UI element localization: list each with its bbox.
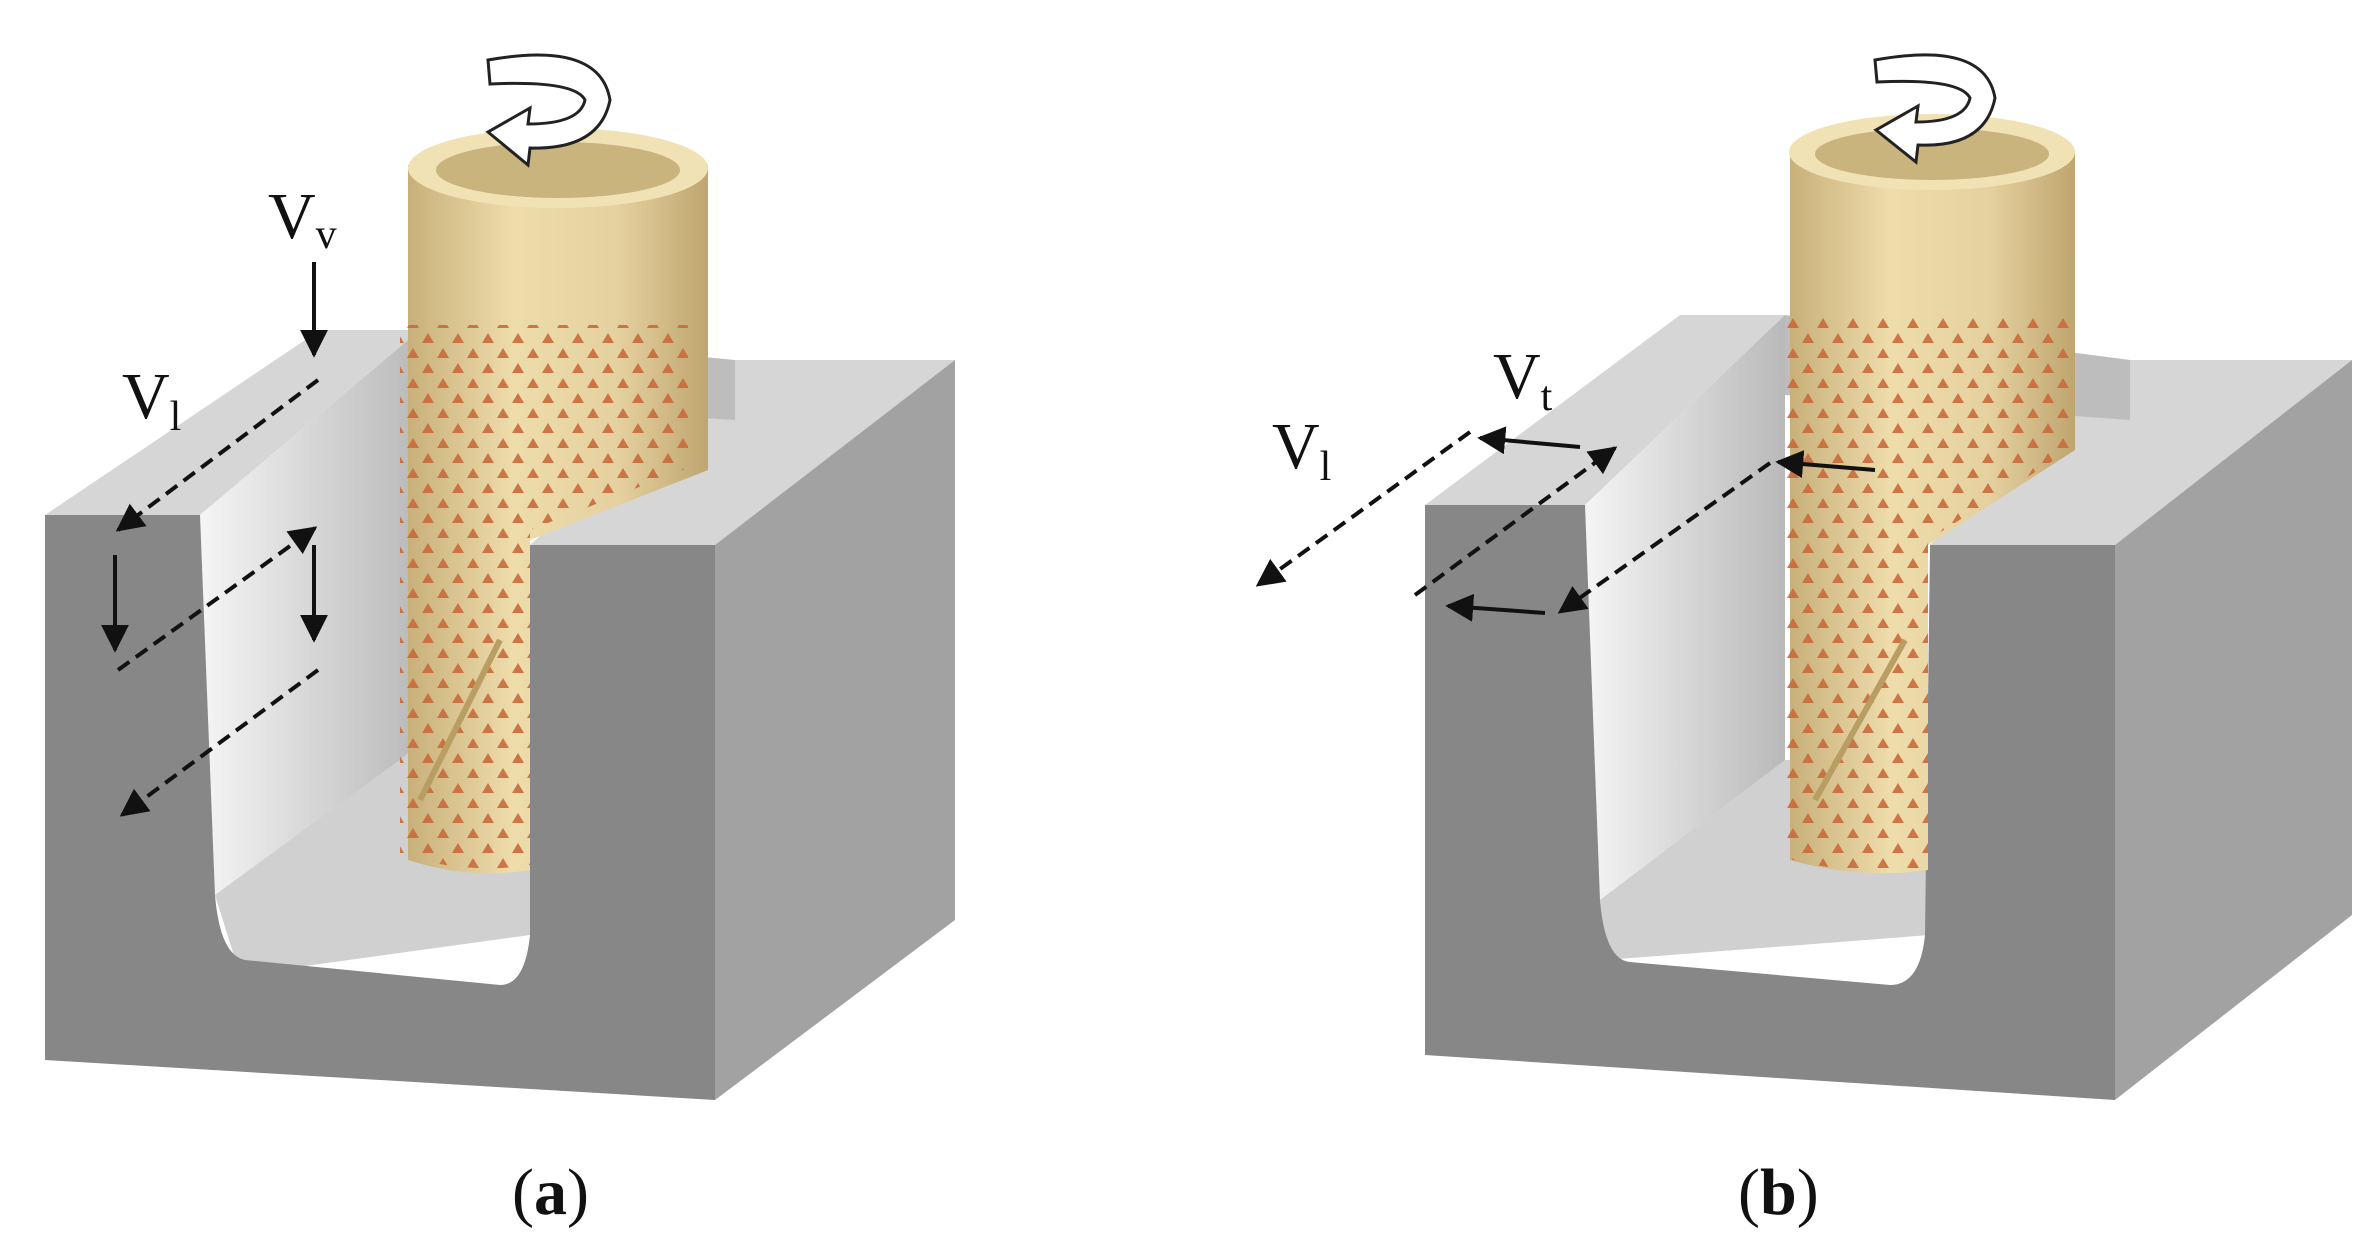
vl-dashed-arrow-top: [115, 378, 320, 532]
label-vt-sub: t: [1541, 374, 1553, 420]
block-top-right-ledge-a: [530, 360, 955, 545]
slot-inner-wall-a: [200, 330, 420, 895]
tool-bore-a: [436, 142, 680, 198]
label-vv-main: V: [268, 180, 316, 253]
label-vl-sub-a: l: [170, 394, 182, 440]
vt-arrow-top: [1477, 426, 1581, 455]
motion-arrows-b: [1255, 426, 1876, 622]
cutting-tool-b: [1785, 114, 2075, 874]
panel-a: Vv Vl (a): [45, 53, 955, 1229]
vt-arrow-tool: [1775, 450, 1876, 479]
block-front-a: [45, 515, 715, 1100]
label-vl-sub-b: l: [1320, 444, 1332, 490]
arrow-b-bottom: [1445, 593, 1546, 622]
label-vl-main-a: V: [122, 360, 170, 433]
rotation-arrow-icon-a: [485, 53, 612, 168]
block-top-left-ledge-b: [1425, 315, 1785, 505]
label-vt-main: V: [1493, 340, 1541, 413]
block-front-b: [1425, 505, 2115, 1100]
dashed-arrow-mid: [116, 526, 318, 672]
label-vl-main-b: V: [1272, 410, 1320, 483]
svg-text:Vt: Vt: [1493, 340, 1553, 420]
block-side-b: [2115, 360, 2352, 1100]
block-top-left-ledge-a: [45, 330, 420, 515]
svg-text:Vv: Vv: [268, 180, 337, 258]
dashed-arrow-b-upper: [1413, 446, 1618, 597]
block-side-a: [715, 360, 955, 1100]
block-top-right-ledge-b: [1930, 360, 2352, 545]
label-vv-sub: v: [316, 212, 337, 258]
tool-bore-b: [1815, 128, 2049, 180]
rotation-arrow-icon-b: [1873, 53, 1997, 165]
slot-inner-wall-b: [1585, 315, 1785, 900]
svg-text:Vl: Vl: [122, 360, 181, 440]
motion-arrows-a: [101, 262, 328, 817]
dashed-arrow-bottom: [119, 668, 320, 817]
panel-b: Vl Vt (b): [1255, 53, 2352, 1229]
svg-text:Vl: Vl: [1272, 410, 1331, 490]
caption-a: (a): [512, 1156, 589, 1229]
caption-b: (b): [1738, 1156, 1819, 1229]
